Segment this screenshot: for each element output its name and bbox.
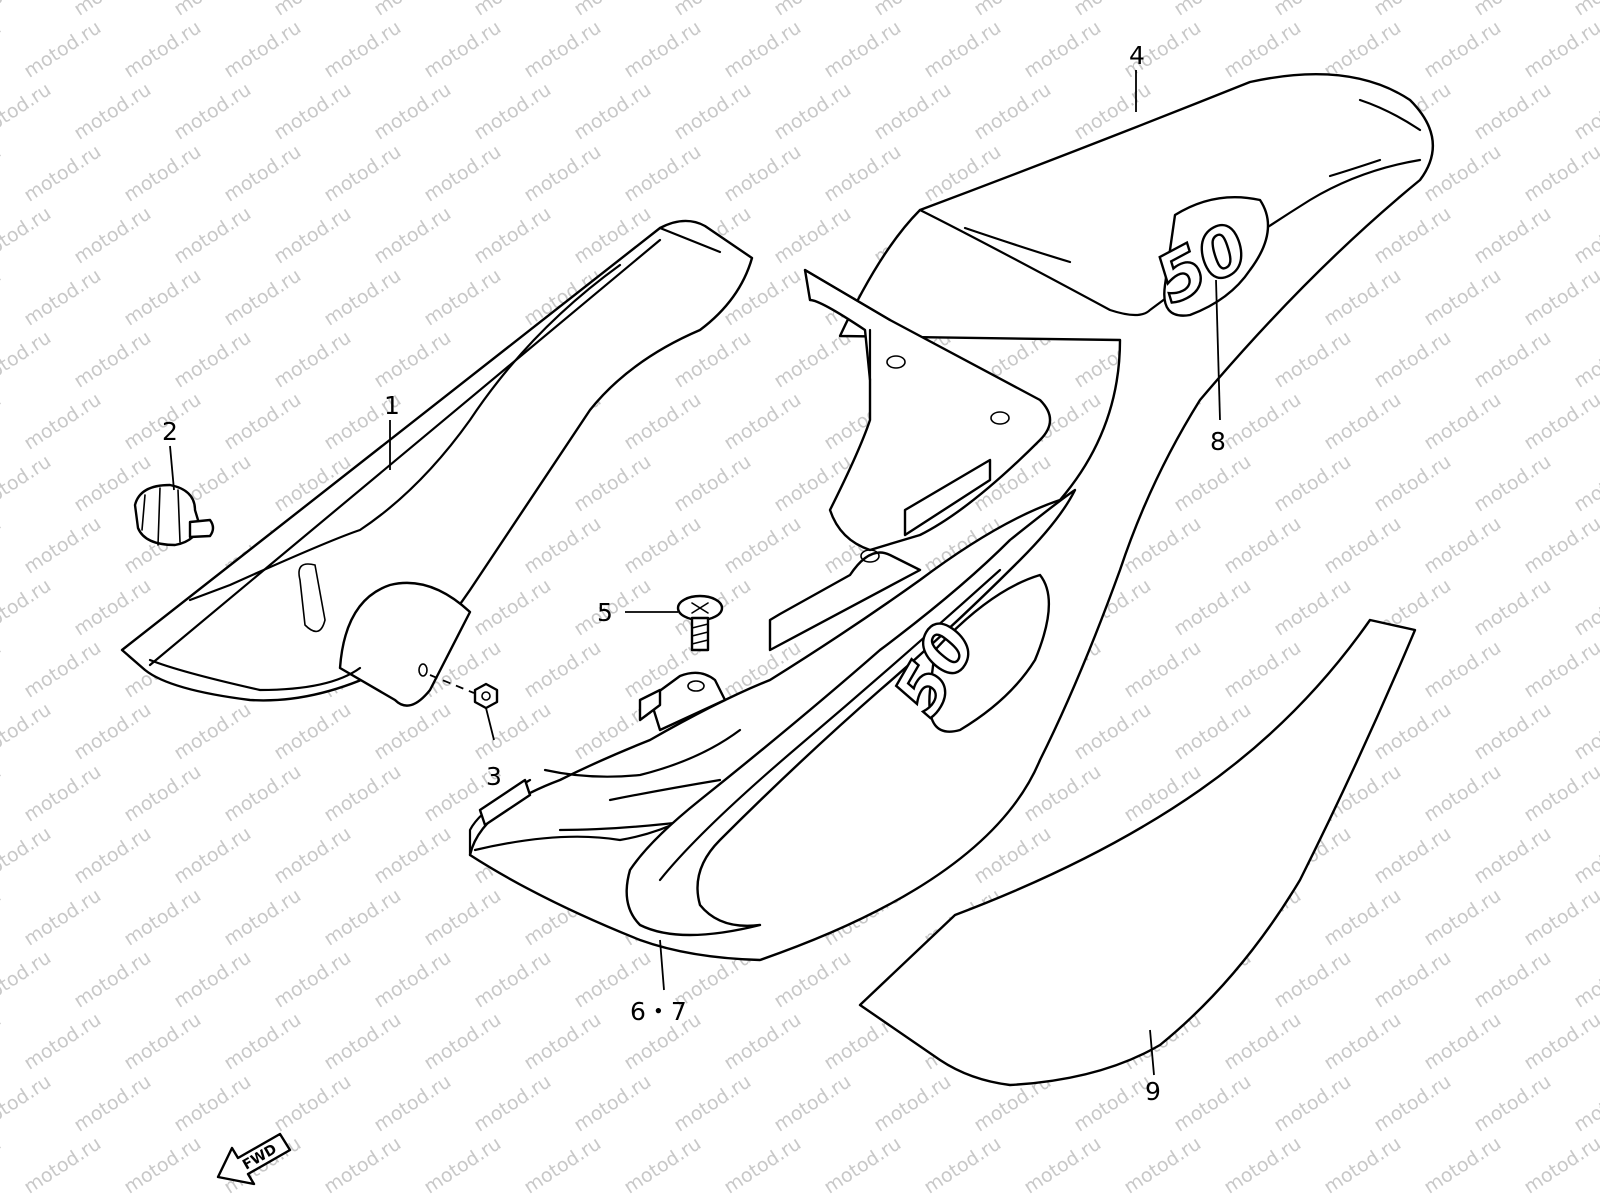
callout-2: 2 (162, 417, 178, 446)
callout-1: 1 (384, 391, 400, 420)
callout-8: 8 (1210, 427, 1226, 456)
callout-6-7: 6・7 (630, 997, 687, 1026)
callout-3: 3 (486, 762, 502, 791)
callout-5: 5 (597, 598, 613, 627)
part-5-screw (676, 594, 724, 652)
fwd-arrow: FWD (216, 1132, 292, 1186)
leader-lines (169, 70, 1221, 1076)
part-9-seat-pad (858, 618, 1417, 1087)
callout-9: 9 (1145, 1077, 1161, 1106)
part-6-7-stripe-decal (625, 488, 1077, 937)
callout-labels: 1 2 3 4 5 6・7 8 9 (162, 41, 1226, 1106)
inner-bracket (478, 268, 1052, 827)
part-3-nut (429, 674, 499, 741)
part-1-side-cover (120, 219, 754, 707)
callout-4: 4 (1129, 41, 1145, 70)
part-2-screw-knob (133, 483, 215, 547)
